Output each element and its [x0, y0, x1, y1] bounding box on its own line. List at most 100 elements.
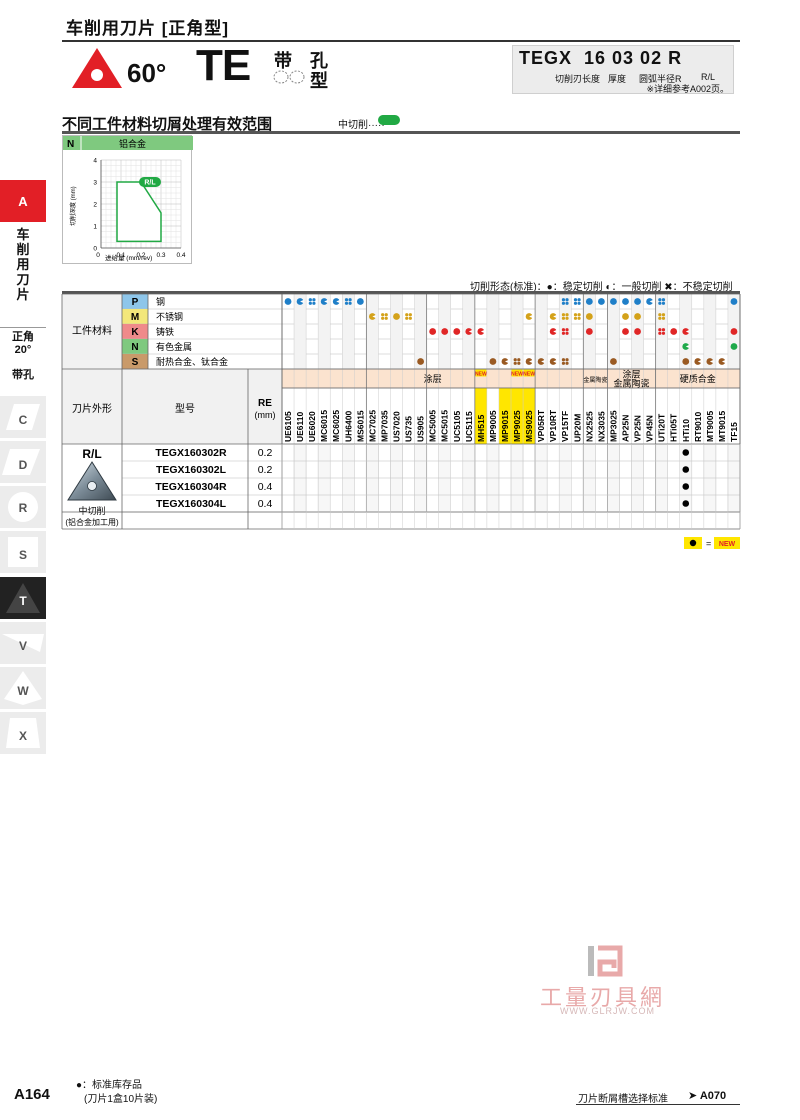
chart-ylabel: 切削深度 (mm) — [69, 186, 77, 226]
cut-stable-dot — [634, 313, 641, 320]
shape-x-icon: X — [6, 718, 40, 748]
cut-stable-dot — [730, 298, 738, 305]
grade-column-shade — [414, 294, 427, 369]
shape-tab-t[interactable]: T — [0, 577, 46, 619]
new-legend-label: NEW — [719, 541, 736, 548]
material-name: 铸铁 — [156, 326, 174, 337]
cut-stable-dot — [453, 328, 461, 335]
side-tab-turning-inserts[interactable]: 车 削 用 刀 片 — [0, 226, 46, 302]
watermark-logo-icon — [588, 945, 623, 977]
shape-tab-x[interactable]: X — [0, 712, 46, 754]
grade-name: UTi20T — [657, 413, 667, 442]
re-label: RE — [258, 398, 272, 409]
re-value: 0.2 — [258, 464, 273, 476]
grade-name: RT9010 — [693, 411, 703, 442]
shape-tab-r[interactable]: R — [0, 486, 46, 528]
shape-tab-label: D — [19, 458, 28, 472]
chart-material-code: N — [67, 139, 74, 150]
shape-tab-d[interactable]: D — [0, 441, 46, 483]
grade-column-shade — [342, 294, 355, 369]
material-code: P — [132, 297, 139, 308]
grade-name: MS6015 — [355, 410, 365, 442]
side-tab-with-hole[interactable]: 带孔 — [12, 369, 34, 381]
cut-unstable-mark — [308, 298, 316, 305]
grade-name: VP05RT — [536, 409, 546, 442]
insert-shape-code: TE — [196, 41, 251, 90]
new-legend: = NEW — [684, 537, 740, 549]
chart-region-label: R/L — [144, 180, 156, 187]
insert-use: 中切削 — [78, 505, 105, 516]
designation-example: TEGX 16 03 02 R — [519, 48, 683, 68]
code-label-hand: R/L — [701, 72, 716, 82]
shape-tab-v[interactable]: V — [0, 622, 46, 664]
shape-tab-s[interactable]: S — [0, 531, 46, 573]
chart-ytick-label: 1 — [93, 224, 97, 231]
cut-stable-dot — [441, 328, 449, 335]
cut-stable-dot — [417, 358, 425, 365]
grade-column-shade — [511, 294, 524, 369]
cut-general-dot — [646, 298, 654, 305]
cutting-form-legend: 切削形态(标准)：●：稳定切削 ◐：一般切削 ✖：不稳定切削 — [470, 282, 733, 293]
model-code: TEGX160302L — [156, 464, 227, 476]
feature-text-3: 型 — [310, 71, 328, 91]
grade-name: VP10RT — [548, 409, 558, 442]
cut-stable-dot — [597, 298, 605, 305]
workpiece-header-bg — [62, 294, 122, 369]
shape-tab-label: C — [19, 413, 28, 427]
grade-column-shade — [294, 294, 307, 369]
shape-tab-label: R — [19, 501, 28, 515]
cut-unstable-mark — [658, 313, 666, 320]
cut-unstable-mark — [658, 328, 666, 335]
chart-ytick-label: 4 — [93, 158, 97, 165]
cut-unstable-mark — [561, 313, 569, 320]
shape-c-icon: C — [6, 404, 40, 430]
shape-tab-c[interactable]: C — [0, 396, 46, 438]
insert-angle-logo-icon — [72, 48, 122, 88]
new-flag-bg — [523, 369, 535, 377]
grade-name: NX3035 — [596, 411, 606, 442]
cut-unstable-mark — [513, 358, 521, 365]
cut-unstable-mark — [658, 298, 666, 305]
cut-stable-dot — [585, 328, 593, 335]
side-tab-char: 削 — [16, 241, 30, 257]
chipbreaker-guide-ref[interactable]: ➤ A070 — [688, 1090, 727, 1102]
grade-column-shade — [366, 294, 379, 369]
re-unit: (mm) — [255, 410, 276, 420]
new-flag: NEW — [523, 372, 535, 378]
cut-stable-dot — [489, 358, 497, 365]
side-tab-a[interactable]: A — [0, 180, 46, 222]
grade-name: HTi05T — [669, 413, 679, 442]
designation-code-box: TEGX 16 03 02 R 切削刃长度 厚度 圆弧半径R R/L ※详细参考… — [512, 45, 734, 94]
watermark-name: 工量刃具網 — [540, 986, 666, 1011]
cut-stable-dot — [585, 313, 593, 320]
grade-group-label: 硬质合金 — [680, 373, 716, 384]
grade-name: MC6025 — [331, 410, 341, 442]
model-code: TEGX160304R — [155, 481, 227, 493]
grade-name: UE6110 — [295, 411, 305, 442]
material-name: 钢 — [156, 296, 165, 307]
chart-ytick-label: 0 — [93, 246, 97, 253]
cut-stable-dot — [634, 298, 641, 305]
side-tab-positive[interactable]: 正角 20° — [0, 327, 46, 359]
material-code-cell — [122, 294, 148, 309]
stock-dot — [682, 449, 690, 456]
chipbreaker-guide-link[interactable]: 刀片断屑槽选择标准 — [578, 1094, 668, 1105]
grade-name: AP25N — [621, 415, 631, 442]
hole-type-icon — [273, 70, 305, 84]
grade-name: UE6105 — [283, 411, 293, 442]
shape-tab-w[interactable]: W — [0, 667, 46, 709]
grade-name: MC5005 — [428, 410, 438, 442]
shape-v-icon: V — [2, 634, 44, 653]
code-label-radius: 圆弧半径R — [639, 74, 682, 84]
grade-name: MP9025 — [512, 410, 522, 442]
insert-use-sub: (铝合金加工用) — [65, 517, 119, 527]
cut-unstable-mark — [573, 298, 581, 305]
side-tab-char: 车 — [16, 226, 30, 242]
grade-column-shade — [390, 294, 403, 369]
grade-name: VP25N — [633, 415, 643, 442]
section-rule — [62, 131, 740, 134]
shape-d-icon: D — [2, 449, 40, 475]
grade-name: US7020 — [392, 411, 402, 442]
